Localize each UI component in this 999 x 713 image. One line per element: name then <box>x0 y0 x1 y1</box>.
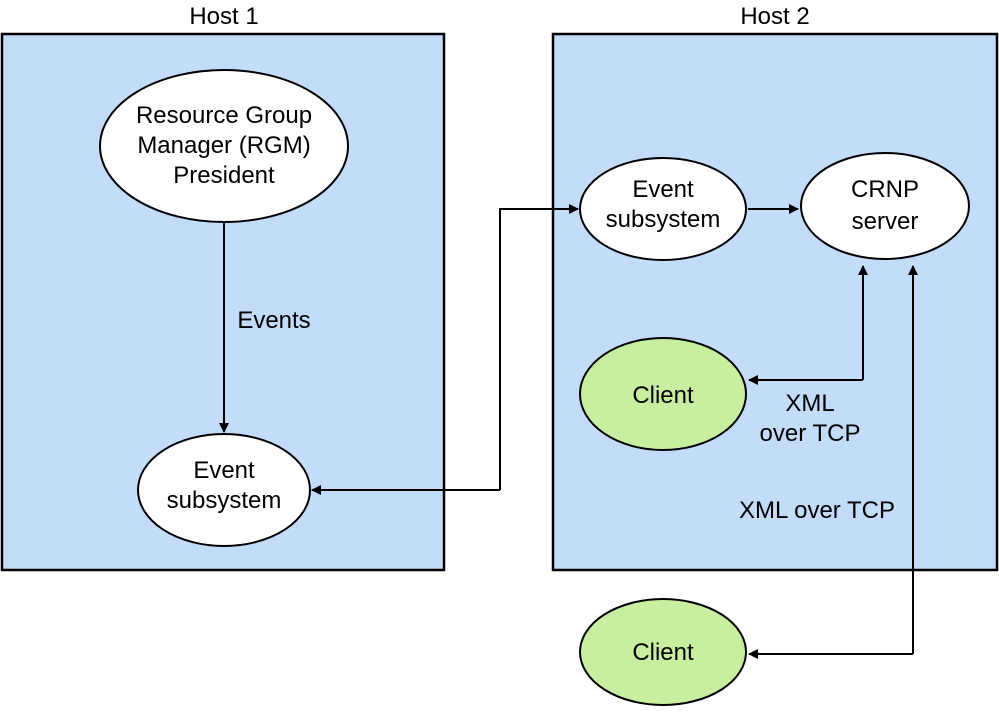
host2-title: Host 2 <box>740 3 809 30</box>
event-subsystem-host1-line-2: subsystem <box>167 487 282 514</box>
host2-to-host1-connector <box>499 204 579 490</box>
crnp-server-node: CRNP server <box>800 152 970 260</box>
rgm-line-2: Manager (RGM) <box>137 132 310 159</box>
xml-over-tcp-inner-line-1: XML <box>785 390 834 417</box>
event-subsystem-host2-line-2: subsystem <box>606 206 721 233</box>
rgm-line-1: Resource Group <box>136 102 312 129</box>
client-inside-node: Client <box>579 337 747 451</box>
crnp-server-line-2: server <box>852 208 919 235</box>
event-subsystem-host1-line-1: Event <box>193 457 255 484</box>
client-inside-label: Client <box>632 382 694 409</box>
rgm-president-node: Resource Group Manager (RGM) President <box>99 69 349 223</box>
rgm-line-3: President <box>173 162 275 189</box>
event-subsystem-host2-node: Event subsystem <box>579 157 747 261</box>
crnp-server-line-1: CRNP <box>851 176 919 203</box>
client-outside-node: Client <box>579 598 747 706</box>
event-subsystem-host1-node: Event subsystem <box>137 433 311 547</box>
events-label: Events <box>237 307 310 334</box>
host1-title: Host 1 <box>189 3 258 30</box>
xml-over-tcp-outer-label: XML over TCP <box>739 497 895 524</box>
event-subsystem-host2-line-1: Event <box>632 176 694 203</box>
host2-box <box>551 32 999 572</box>
client-outside-label: Client <box>632 639 694 666</box>
xml-over-tcp-inner-line-2: over TCP <box>760 420 861 447</box>
